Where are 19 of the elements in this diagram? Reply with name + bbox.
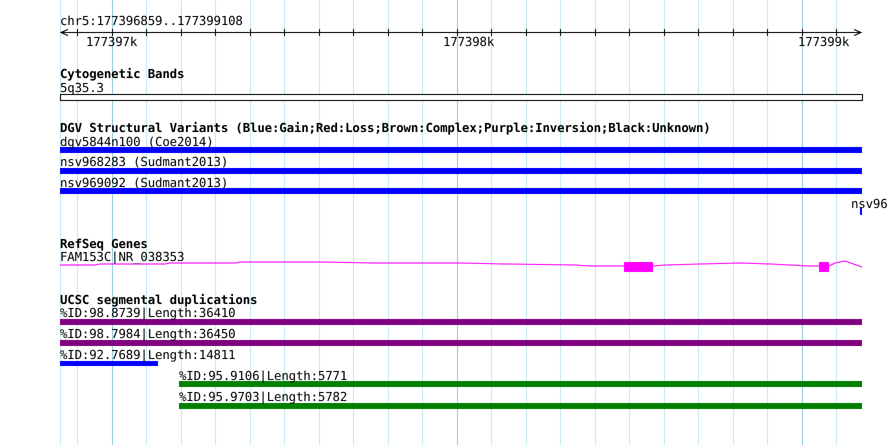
track-title: RefSeq Genes <box>60 237 148 251</box>
feature-label: nsv968283 (Sudmant2013) <box>60 155 228 169</box>
feature-label: nsv96 <box>851 197 888 211</box>
feature-label: %ID:95.9703|Length:5782 <box>179 390 348 404</box>
track-title: UCSC segmental duplications <box>60 293 258 307</box>
tick-label: 177398k <box>443 35 494 49</box>
coordinate-range: chr5:177396859..177399108 <box>60 14 243 28</box>
track-title: Cytogenetic Bands <box>60 67 184 81</box>
feature-label: FAM153C|NR_038353 <box>60 250 184 264</box>
feature-label: 5q35.3 <box>60 81 104 95</box>
feature-label: %ID:95.9106|Length:5771 <box>179 369 348 383</box>
track-title: DGV Structural Variants (Blue:Gain;Red:Loss;Brown:Complex;Purple:Inversion;Black:Unknown) <box>60 121 711 135</box>
feature-label: %ID:98.7984|Length:36450 <box>60 327 236 341</box>
feature-label: %ID:92.7689|Length:14811 <box>60 348 236 362</box>
tick-label: 177397k <box>86 35 138 49</box>
tick-label: 177399k <box>798 35 850 49</box>
feature-label: nsv969092 (Sudmant2013) <box>60 176 228 190</box>
feature-label: dgv5844n100 (Coe2014) <box>60 135 214 149</box>
feature-label: %ID:98.8739|Length:36410 <box>60 306 236 320</box>
